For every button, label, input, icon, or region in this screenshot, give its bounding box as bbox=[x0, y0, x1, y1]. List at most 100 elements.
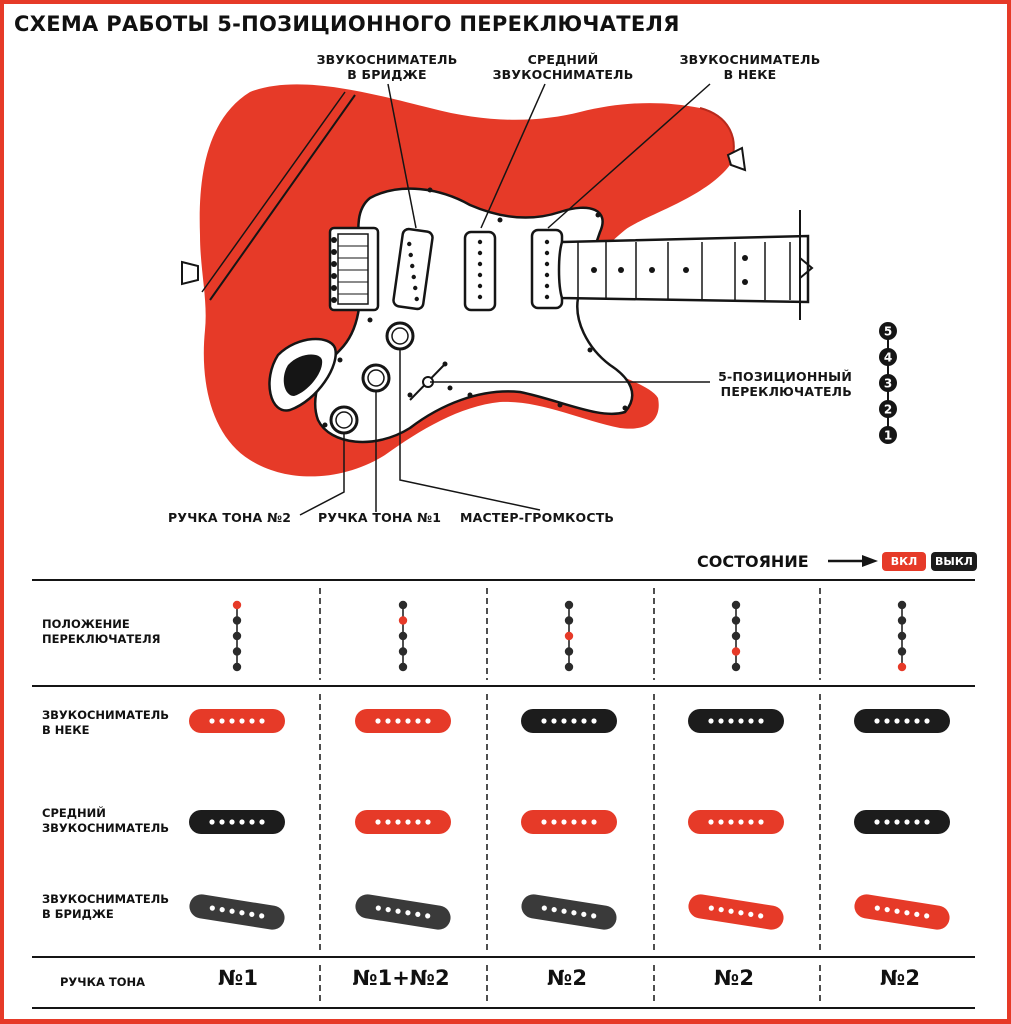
callout-bridge-pickup: ЗВУКОСНИМАТЕЛЬ В БРИДЖЕ bbox=[316, 52, 458, 82]
table-switch-ladder bbox=[564, 600, 574, 672]
position-dot bbox=[731, 631, 741, 641]
callout-middle-line2: ЗВУКОСНИМАТЕЛЬ bbox=[492, 67, 634, 82]
pickup-on bbox=[189, 709, 285, 733]
callout-switch-line2: ПЕРЕКЛЮЧАТЕЛЬ bbox=[720, 384, 852, 399]
pole-piece bbox=[477, 272, 483, 278]
strap-button-top bbox=[726, 146, 747, 172]
pickup-on bbox=[688, 810, 784, 834]
row-header-switch-line2: ПЕРЕКЛЮЧАТЕЛЯ bbox=[42, 632, 161, 646]
position-dot bbox=[232, 662, 242, 672]
position-dot bbox=[398, 600, 408, 610]
table-grid bbox=[32, 579, 975, 1009]
position-dot bbox=[731, 662, 741, 672]
row-header-neck: ЗВУКОСНИМАТЕЛЬ В НЕКЕ bbox=[42, 708, 169, 738]
active-position-dot bbox=[731, 647, 741, 656]
pole-piece bbox=[477, 283, 483, 289]
callout-tone1: РУЧКА ТОНА №1 bbox=[318, 510, 442, 525]
position-dot bbox=[731, 600, 741, 610]
table-switch-ladder bbox=[398, 600, 408, 672]
table-switch-ladder bbox=[897, 600, 907, 672]
body-pickup-middle bbox=[463, 230, 497, 312]
pole-piece bbox=[410, 263, 415, 269]
pole-piece bbox=[477, 261, 483, 267]
callout-middle-pickup: СРЕДНИЙ ЗВУКОСНИМАТЕЛЬ bbox=[488, 52, 638, 82]
position-dot bbox=[731, 616, 741, 625]
row-header-tone: РУЧКА ТОНА bbox=[60, 975, 146, 989]
row-header-bridge: ЗВУКОСНИМАТЕЛЬ В БРИДЖЕ bbox=[42, 892, 169, 922]
output-jack bbox=[268, 337, 337, 412]
pole-piece bbox=[544, 272, 550, 278]
switch-position-marker: 1 bbox=[879, 426, 897, 444]
row-header-middle-line1: СРЕДНИЙ bbox=[42, 806, 106, 820]
tone2-knob bbox=[329, 405, 359, 435]
svg-text:5: 5 bbox=[884, 325, 892, 339]
position-dot bbox=[564, 647, 574, 656]
row-header-neck-line2: В НЕКЕ bbox=[42, 723, 90, 737]
callout-lines bbox=[299, 83, 711, 516]
pole-piece bbox=[544, 250, 550, 256]
tone-cell: №2 bbox=[714, 966, 754, 990]
body-contour-line bbox=[209, 94, 356, 301]
pole-piece bbox=[544, 239, 550, 245]
svg-text:2: 2 bbox=[884, 403, 892, 417]
body-contour-line bbox=[201, 91, 346, 293]
position-dot bbox=[398, 662, 408, 672]
callout-switch-line1: 5-ПОЗИЦИОННЫЙ bbox=[718, 369, 852, 384]
pole-piece bbox=[413, 285, 418, 291]
switch-position-marker: 5 bbox=[879, 322, 897, 340]
callout-bridge-line1: ЗВУКОСНИМАТЕЛЬ bbox=[316, 52, 458, 67]
position-dot bbox=[564, 662, 574, 672]
pole-piece bbox=[408, 252, 413, 258]
pickup-on bbox=[355, 810, 451, 834]
tone-cell: №1+№2 bbox=[352, 966, 450, 990]
pickup-off bbox=[189, 810, 285, 834]
switch-position-marker: 3 bbox=[879, 374, 897, 392]
position-dot bbox=[564, 616, 574, 625]
position-dot bbox=[564, 600, 574, 610]
switch-position-marker: 4 bbox=[879, 348, 897, 366]
pole-piece bbox=[411, 274, 416, 280]
active-position-dot bbox=[398, 616, 408, 625]
page-title: СХЕМА РАБОТЫ 5-ПОЗИЦИОННОГО ПЕРЕКЛЮЧАТЕЛ… bbox=[14, 12, 680, 36]
pickup-off bbox=[854, 709, 950, 733]
body-pickup-bridge bbox=[392, 227, 434, 311]
position-dot bbox=[897, 616, 907, 625]
callout-neck-line2: В НЕКЕ bbox=[723, 67, 777, 82]
position-dot bbox=[897, 647, 907, 656]
active-position-dot bbox=[897, 662, 907, 672]
pole-piece bbox=[544, 294, 550, 300]
pole-piece bbox=[544, 261, 550, 267]
switch-position-ladder: 5 4 3 2 1 bbox=[879, 322, 897, 444]
pole-piece bbox=[477, 239, 483, 245]
row-header-switch: ПОЛОЖЕНИЕ ПЕРЕКЛЮЧАТЕЛЯ bbox=[42, 617, 161, 647]
pickup-off bbox=[355, 894, 451, 930]
pole-piece bbox=[477, 250, 483, 256]
table-switch-ladder bbox=[232, 600, 242, 672]
row-header-neck-line1: ЗВУКОСНИМАТЕЛЬ bbox=[42, 708, 170, 722]
five-way-switch bbox=[409, 361, 448, 401]
pickup-off bbox=[854, 810, 950, 834]
row-header-switch-line1: ПОЛОЖЕНИЕ bbox=[42, 617, 130, 631]
active-position-dot bbox=[564, 631, 574, 641]
position-dot bbox=[398, 647, 408, 656]
volume-knob bbox=[385, 321, 415, 351]
table-switch-ladder bbox=[731, 600, 741, 672]
position-dot bbox=[232, 631, 242, 641]
svg-text:1: 1 bbox=[884, 429, 892, 443]
legend-off-badge: ВЫКЛ bbox=[931, 552, 977, 571]
active-position-dot bbox=[232, 600, 242, 610]
switch-position-marker: 2 bbox=[879, 400, 897, 418]
position-dot bbox=[897, 600, 907, 610]
pickup-pole-pieces bbox=[407, 239, 550, 302]
pickup-off bbox=[521, 894, 617, 930]
pickup-off bbox=[521, 709, 617, 733]
callout-neck-line1: ЗВУКОСНИМАТЕЛЬ bbox=[679, 52, 821, 67]
row-header-bridge-line2: В БРИДЖЕ bbox=[42, 907, 114, 921]
pole-piece bbox=[477, 294, 483, 300]
pickup-off bbox=[688, 709, 784, 733]
position-dot bbox=[897, 631, 907, 641]
pickup-on bbox=[521, 810, 617, 834]
legend-on-badge: ВКЛ bbox=[882, 552, 926, 571]
row-header-middle: СРЕДНИЙ ЗВУКОСНИМАТЕЛЬ bbox=[42, 806, 169, 836]
